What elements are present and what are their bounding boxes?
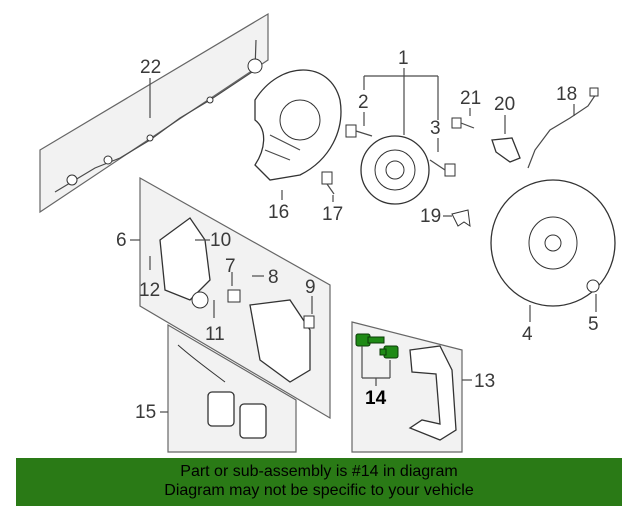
part-16-backing-plate[interactable] xyxy=(254,69,342,181)
callout-11[interactable]: 11 xyxy=(205,324,225,345)
callout-19[interactable]: 19 xyxy=(420,206,441,227)
callout-9[interactable]: 9 xyxy=(305,277,316,298)
part-21-bolt[interactable] xyxy=(451,117,475,129)
part-20-sensor[interactable] xyxy=(491,137,521,163)
callout-12[interactable]: 12 xyxy=(139,280,160,301)
callout-14[interactable]: 14 xyxy=(365,388,387,409)
callout-5[interactable]: 5 xyxy=(588,314,599,335)
part-3-hub-bolt[interactable] xyxy=(429,159,456,177)
callout-20[interactable]: 20 xyxy=(494,94,515,115)
callout-6[interactable]: 6 xyxy=(116,230,127,251)
part-1-wheel-hub[interactable] xyxy=(360,135,430,205)
part-6-caliper-assembly[interactable] xyxy=(139,176,331,420)
callout-8[interactable]: 8 xyxy=(268,267,279,288)
callout-3[interactable]: 3 xyxy=(430,118,441,139)
banner-line-2: Diagram may not be specific to your vehi… xyxy=(164,482,474,499)
callout-7[interactable]: 7 xyxy=(225,256,236,277)
callout-15[interactable]: 15 xyxy=(135,402,156,423)
callout-2[interactable]: 2 xyxy=(358,92,369,113)
part-2-hub-bolt[interactable] xyxy=(345,124,373,138)
part-17-bolt[interactable] xyxy=(321,171,335,195)
callout-13[interactable]: 13 xyxy=(474,371,495,392)
banner-line-1: Part or sub-assembly is #14 in diagram xyxy=(180,463,458,480)
callout-4[interactable]: 4 xyxy=(522,324,533,345)
callout-22[interactable]: 22 xyxy=(140,57,161,78)
part-18-brake-line[interactable] xyxy=(527,87,599,169)
part-14-guide-pins[interactable] xyxy=(355,333,399,359)
callout-17[interactable]: 17 xyxy=(322,204,343,225)
callout-21[interactable]: 21 xyxy=(460,88,481,109)
callout-18[interactable]: 18 xyxy=(556,84,577,105)
part-22-sensor-cable[interactable] xyxy=(39,12,269,214)
part-19-clip[interactable] xyxy=(451,209,471,228)
info-banner: Part or sub-assembly is #14 in diagram D… xyxy=(16,458,622,506)
part-4-brake-disc[interactable] xyxy=(490,179,616,307)
part-5-screw[interactable] xyxy=(586,279,600,293)
callout-10[interactable]: 10 xyxy=(210,230,231,251)
part-15-brake-pads[interactable] xyxy=(167,323,297,453)
callout-1[interactable]: 1 xyxy=(398,48,409,69)
callout-16[interactable]: 16 xyxy=(268,202,289,223)
